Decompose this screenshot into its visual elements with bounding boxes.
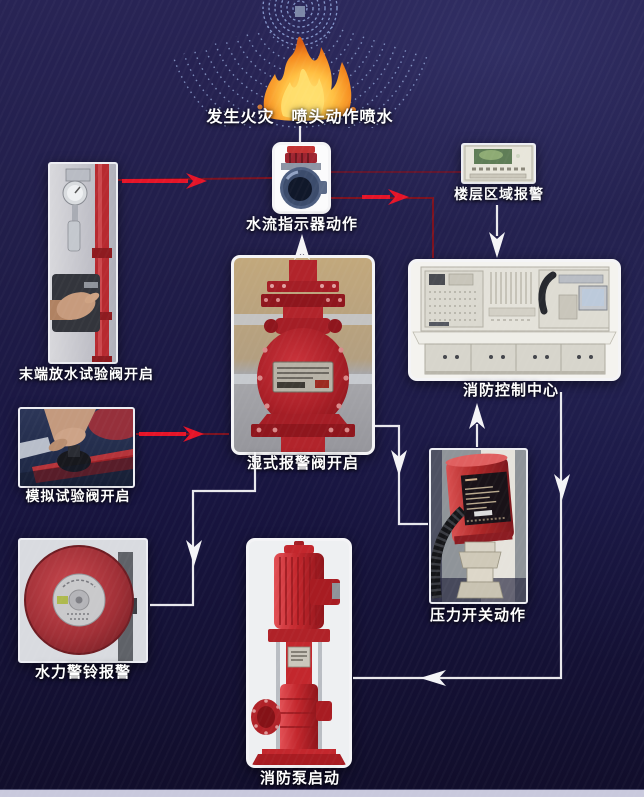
label-control-center: 消防控制中心 bbox=[462, 381, 559, 399]
end-test-valve-icon bbox=[50, 164, 116, 362]
arrowhead-down-flooralarm bbox=[489, 232, 505, 258]
flow-indicator-icon bbox=[275, 145, 328, 211]
arrowhead-down-to-bell bbox=[186, 540, 202, 566]
label-fire: 发生火灾 喷头动作喷水 bbox=[206, 107, 394, 126]
arrowhead-up-switch bbox=[469, 403, 485, 429]
label-sim-test-valve: 模拟试验阀开启 bbox=[25, 489, 131, 505]
node-fire-pump-photo bbox=[246, 538, 352, 768]
label-hydraulic-bell: 水力警铃报警 bbox=[34, 663, 131, 681]
node-control-center-photo bbox=[408, 259, 621, 381]
sim-test-valve-icon bbox=[20, 409, 133, 486]
pressure-switch-icon bbox=[431, 450, 526, 602]
floor-alarm-panel-icon bbox=[463, 145, 534, 182]
node-flow-indicator-photo bbox=[272, 142, 331, 214]
control-console-icon bbox=[411, 262, 618, 378]
node-pressure-switch-photo bbox=[429, 448, 528, 604]
sprinkler-nozzle bbox=[295, 6, 305, 17]
arrowhead-down-control-branch bbox=[554, 474, 570, 500]
footer-strip bbox=[0, 789, 644, 797]
label-flow-indicator: 水流指示器动作 bbox=[245, 215, 358, 233]
node-wet-valve-photo bbox=[231, 255, 375, 455]
red-arrow-simvalve-to-wetvalve bbox=[139, 426, 204, 442]
connector-wetvalve-to-switch bbox=[375, 424, 428, 526]
fire-pump-icon bbox=[249, 541, 349, 765]
wet-alarm-valve-icon bbox=[234, 258, 372, 452]
spray-ripples bbox=[262, 0, 338, 46]
alarm-bell-icon bbox=[20, 540, 146, 661]
arrowhead-down-to-switch bbox=[391, 450, 407, 476]
node-floor-alarm-photo bbox=[461, 143, 536, 184]
connector-wetvalve-to-bell bbox=[150, 452, 257, 607]
label-end-test-valve: 末端放水试验阀开启 bbox=[19, 367, 154, 383]
connector-endvalve-to-indicator-line bbox=[117, 177, 273, 181]
red-arrow-endvalve-to-indicator bbox=[122, 173, 207, 189]
label-fire-pump: 消防泵启动 bbox=[259, 769, 340, 787]
node-end-test-valve-photo bbox=[48, 162, 118, 364]
label-pressure-switch: 压力开关动作 bbox=[429, 606, 526, 624]
arrowhead-left-to-pump bbox=[420, 670, 446, 686]
red-arrow-indicator-to-control bbox=[362, 189, 409, 205]
node-sim-test-valve-photo bbox=[18, 407, 135, 488]
node-hydraulic-bell-photo bbox=[18, 538, 148, 663]
label-floor-alarm: 楼层区域报警 bbox=[454, 187, 544, 203]
telephone-handset-icon bbox=[538, 271, 557, 315]
label-wet-valve: 湿式报警阀开启 bbox=[246, 454, 359, 472]
